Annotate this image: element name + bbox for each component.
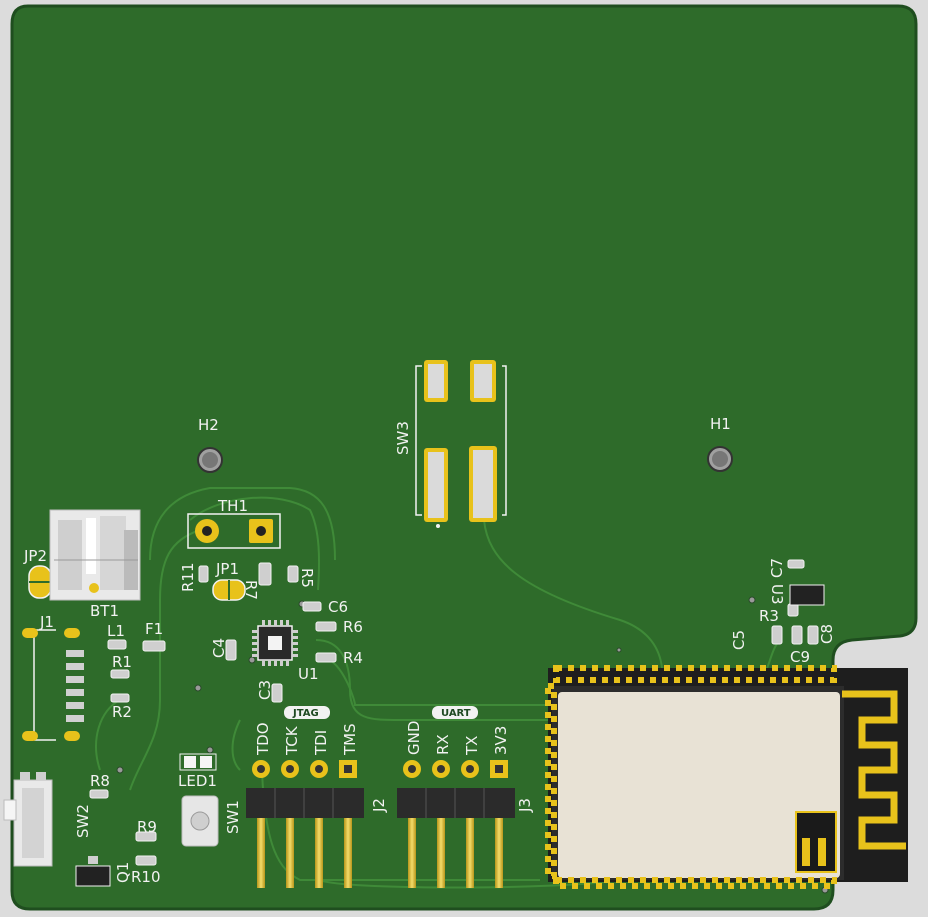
sw2-slide-switch: [3, 772, 53, 867]
label-h2: H2: [198, 416, 219, 434]
label-tdo: TDO: [254, 722, 272, 756]
label-jtag: JTAG: [292, 708, 319, 719]
label-jp2: JP2: [23, 547, 47, 565]
mounting-hole-h2: [197, 447, 223, 473]
label-r11: R11: [179, 562, 197, 592]
label-tms: TMS: [341, 723, 359, 756]
label-r8: R8: [90, 772, 110, 790]
antenna-trace: [842, 690, 906, 850]
led1: [179, 753, 217, 771]
label-c9: C9: [790, 648, 810, 666]
label-c5: C5: [730, 630, 748, 650]
label-c7: C7: [768, 558, 786, 578]
q1-transistor: [75, 856, 111, 887]
label-gnd: GND: [405, 721, 423, 755]
j2-header: [246, 760, 364, 888]
label-j2: J2: [370, 798, 388, 813]
label-r2: R2: [112, 703, 132, 721]
j1-usb-connector: [22, 628, 84, 741]
smd-passives: [89, 559, 819, 866]
label-r7: R7: [242, 580, 260, 600]
label-tck: TCK: [283, 725, 301, 756]
label-c6: C6: [328, 598, 348, 616]
label-r5: R5: [298, 568, 316, 588]
label-uart: UART: [441, 708, 471, 719]
label-r3: R3: [759, 607, 779, 625]
u1-ic: [252, 620, 298, 666]
u3-ic: [789, 584, 825, 606]
label-l1: L1: [107, 622, 125, 640]
sw1-button: [181, 795, 219, 847]
jp1-jumper: [212, 579, 246, 601]
label-bt1: BT1: [90, 602, 119, 620]
label-c8: C8: [818, 624, 836, 644]
j3-header: [397, 760, 515, 888]
label-h1: H1: [710, 415, 731, 433]
jp2-jumper: [28, 565, 52, 599]
label-sw3: SW3: [394, 421, 412, 455]
label-sw1: SW1: [224, 800, 242, 834]
label-f1: F1: [145, 620, 163, 638]
mounting-hole-h1: [707, 446, 733, 472]
esp-wifi-module: [545, 665, 908, 889]
label-tdi: TDI: [312, 730, 330, 756]
label-q1: Q1: [114, 862, 132, 883]
label-sw2: SW2: [74, 804, 92, 838]
label-j3: J3: [516, 798, 534, 813]
label-r10: R10: [131, 868, 161, 886]
bt1-battery-connector: [49, 509, 141, 601]
sw3-switch: [415, 360, 507, 528]
label-jp1: JP1: [215, 560, 239, 578]
label-th1: TH1: [217, 497, 248, 515]
label-r6: R6: [343, 618, 363, 636]
jtag-tag-bg: [284, 706, 330, 719]
label-3v3: 3V3: [492, 726, 510, 755]
label-r4: R4: [343, 649, 363, 667]
label-led1: LED1: [178, 772, 217, 790]
label-u1: U1: [298, 665, 319, 683]
label-tx: TX: [463, 736, 481, 756]
label-c4: C4: [210, 638, 228, 658]
uart-tag-bg: [432, 706, 478, 719]
label-j1: J1: [39, 613, 54, 631]
label-r1: R1: [112, 653, 132, 671]
th1-thermistor: [187, 513, 281, 549]
label-rx: RX: [434, 734, 452, 755]
label-u3: U3: [768, 584, 786, 605]
label-r9: R9: [137, 818, 157, 836]
label-c3: C3: [256, 680, 274, 700]
silkscreen-labels: H2 H1 SW3 TH1 JP2 JP1 BT1 J1 L1 F1 R1 R2…: [23, 415, 836, 886]
